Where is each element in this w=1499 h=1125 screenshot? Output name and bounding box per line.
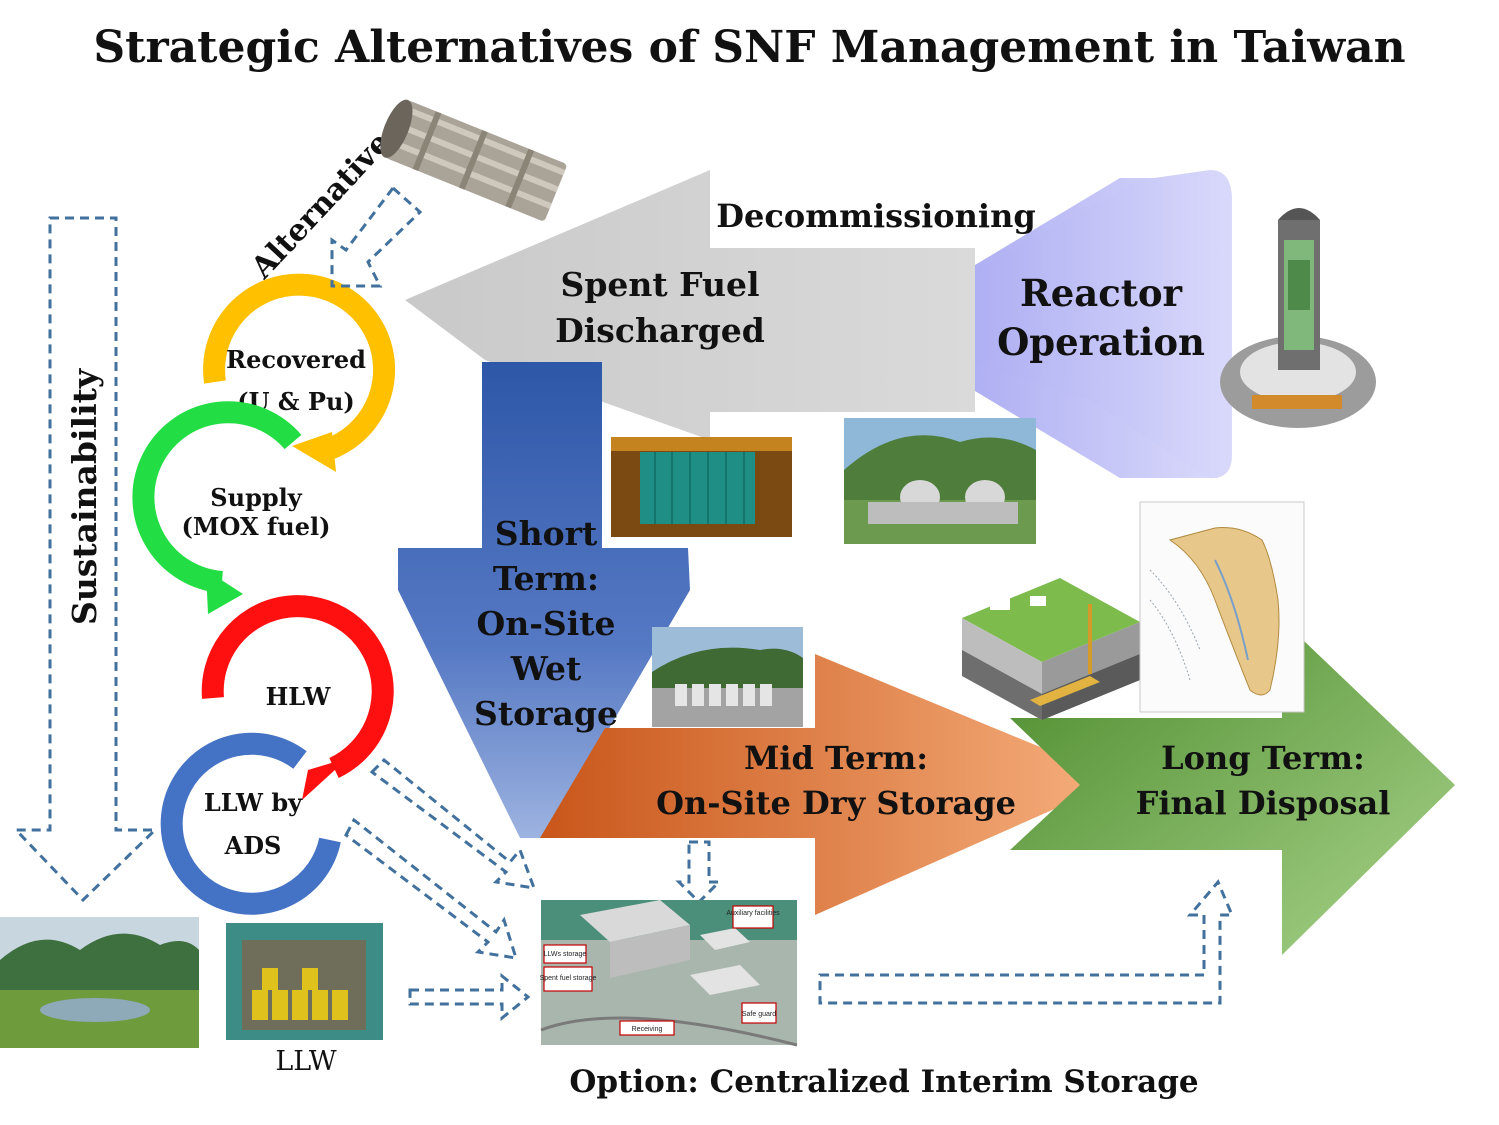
interim-storage-illustration: Auxiliary facilities LLWs storage Spent …	[540, 900, 798, 1047]
supply-cycle-arrow	[132, 401, 302, 593]
wet-storage-pool-photo	[611, 437, 792, 537]
callout-receiving: Receiving	[632, 1026, 663, 1033]
reactor-cutaway-icon	[1220, 208, 1376, 428]
llw-ads-label-2: ADS	[224, 831, 282, 860]
hlw-to-storage-dashed-arrow	[369, 757, 537, 890]
reactor-label-1: Reactor	[1020, 271, 1183, 315]
short-term-label-2: Term:	[493, 559, 599, 598]
diagram-title: Strategic Alternatives of SNF Management…	[93, 22, 1406, 73]
reactor-arrow-shape	[870, 170, 1232, 479]
mid-term-label-2: On-Site Dry Storage	[656, 784, 1016, 822]
recovered-arrowhead	[292, 432, 336, 472]
llw-label: LLW	[275, 1046, 337, 1077]
mid-to-interim-dashed-arrow	[675, 840, 723, 905]
alternative-dashed-arrow	[330, 185, 423, 288]
option-label: Option: Centralized Interim Storage	[569, 1064, 1198, 1100]
reactor-label-2: Operation	[997, 320, 1205, 364]
hlw-cycle-arrow	[201, 595, 394, 778]
dry-storage-photo	[652, 627, 803, 727]
interim-to-final-dashed-arrow	[818, 879, 1235, 1005]
mid-term-label-1: Mid Term:	[744, 739, 928, 777]
alternative-label: Alternative	[244, 125, 397, 286]
llw-ads-label-1: LLW by	[204, 788, 303, 817]
callout-llws: LLWs storage	[544, 951, 587, 958]
hlw-label: HLW	[266, 682, 332, 711]
supply-label-2: (MOX fuel)	[182, 512, 331, 541]
sustainability-dashed-arrow	[12, 216, 159, 903]
recovered-label-1: Recovered	[226, 345, 366, 374]
llw-drums-photo	[226, 923, 383, 1040]
short-term-arrow	[398, 362, 690, 838]
short-term-label-4: Wet	[510, 649, 582, 688]
sustainability-label: Sustainability	[65, 368, 104, 625]
llw-ads-to-storage-dashed-arrow	[344, 817, 519, 960]
long-term-label-1: Long Term:	[1161, 739, 1365, 777]
supply-arrowhead	[206, 570, 243, 614]
decommissioning-label: Decommissioning	[716, 197, 1035, 235]
spent-fuel-label-1: Spent Fuel	[561, 265, 760, 304]
llw-to-storage-dashed-arrow	[408, 972, 531, 1022]
callout-safe-guard: Safe guard	[742, 1011, 776, 1018]
landscape-photo	[0, 917, 199, 1048]
llw-ads-cycle-arrow	[160, 732, 341, 915]
fuel-assembly-icon	[380, 99, 567, 221]
short-term-label-5: Storage	[474, 694, 618, 733]
short-term-label-1: Short	[495, 514, 598, 553]
callout-auxiliary: Auxiliary facilities	[726, 910, 780, 917]
short-term-label-3: On-Site	[476, 604, 615, 643]
nuclear-plant-photo	[844, 418, 1036, 544]
spent-fuel-label-2: Discharged	[555, 311, 765, 350]
mid-term-arrow	[540, 654, 1120, 915]
supply-label-1: Supply	[210, 483, 302, 512]
taiwan-geology-map	[1139, 501, 1305, 713]
hlw-arrowhead	[302, 758, 348, 800]
underground-repository-icon	[962, 578, 1140, 720]
recovered-cycle-arrow	[203, 273, 396, 463]
long-term-label-2: Final Disposal	[1136, 784, 1391, 822]
long-term-arrow	[1010, 620, 1455, 955]
callout-spent-fuel: Spent fuel storage	[540, 975, 597, 982]
